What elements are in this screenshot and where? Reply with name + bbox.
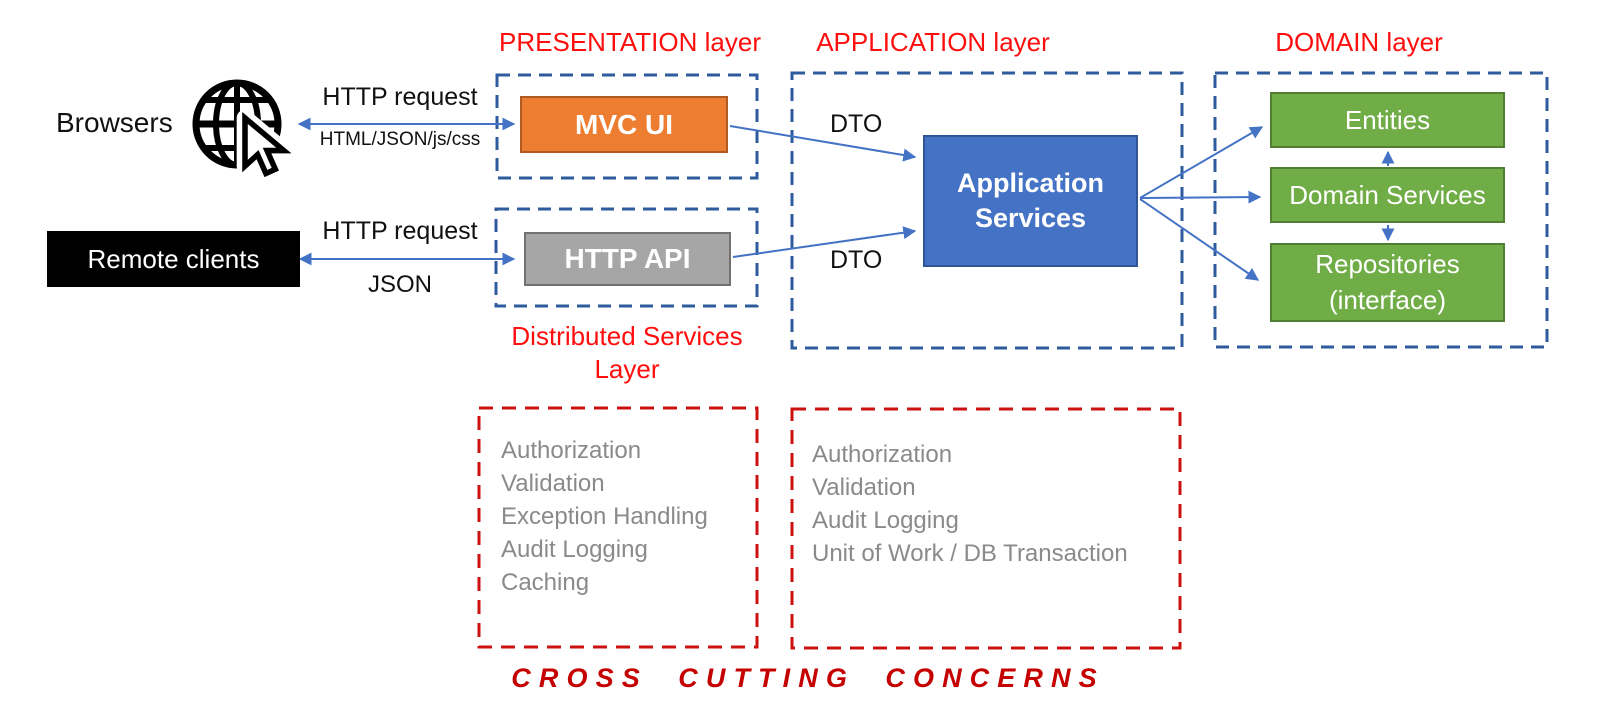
browser-http-request-label: HTTP request xyxy=(322,83,478,111)
arrow-mvcui-appservices xyxy=(729,125,917,162)
domain-layer-title: DOMAIN layer xyxy=(1275,27,1443,57)
arrow-appservices-repositories xyxy=(1139,198,1260,281)
repositories-label-line1: Repositories xyxy=(1315,249,1460,280)
cc-left-item: Audit Logging xyxy=(501,536,648,563)
cc-left-item: Exception Handling xyxy=(501,503,708,530)
cross-cutting-concerns-caption: CROSS CUTTING CONCERNS xyxy=(511,663,1105,693)
cc-right-item: Validation xyxy=(812,474,916,501)
cc-right-item: Audit Logging xyxy=(812,507,959,534)
browser-response-label: HTML/JSON/js/css xyxy=(319,129,481,150)
repositories-node: Repositories (interface) xyxy=(1270,243,1505,322)
mvc-ui-node: MVC UI xyxy=(520,96,728,153)
cc-left-item: Authorization xyxy=(501,437,642,464)
arrow-httpapi-appservices xyxy=(732,226,917,258)
presentation-layer-title: PRESENTATION layer xyxy=(499,27,761,57)
entities-node: Entities xyxy=(1270,92,1505,148)
cc-right-item: Authorization xyxy=(812,441,953,468)
application-services-node: Application Services xyxy=(923,135,1138,267)
remote-http-request-label: HTTP request xyxy=(322,217,478,245)
dto-label-top: DTO xyxy=(830,110,883,138)
cc-left-item: Validation xyxy=(501,470,605,497)
cc-left-item: Caching xyxy=(501,569,590,596)
cross-cutting-list-left: Authorization Validation Exception Handl… xyxy=(501,434,751,599)
distributed-title-line1: Distributed Services xyxy=(511,321,743,351)
entities-label: Entities xyxy=(1344,104,1431,135)
mvc-ui-label: MVC UI xyxy=(575,108,673,140)
cross-cutting-list-right: Authorization Validation Audit Logging U… xyxy=(812,438,1177,570)
http-api-node: HTTP API xyxy=(524,232,731,286)
globe-cursor-icon xyxy=(192,79,293,180)
repositories-label-line2: (interface) xyxy=(1328,284,1447,315)
domain-services-node: Domain Services xyxy=(1270,167,1505,223)
arrow-appservices-entities xyxy=(1139,126,1264,199)
remote-response-label: JSON xyxy=(367,271,432,298)
domain-services-label: Domain Services xyxy=(1289,179,1486,210)
distributed-title-line2: Layer xyxy=(594,354,660,384)
arrow-appservices-domainservices xyxy=(1139,190,1262,204)
application-services-label-line1: Application xyxy=(957,167,1104,198)
remote-clients-node: Remote clients xyxy=(47,231,300,287)
browsers-label: Browsers xyxy=(56,107,173,138)
cc-right-item: Unit of Work / DB Transaction xyxy=(812,540,1128,567)
dto-label-bottom: DTO xyxy=(830,246,883,274)
remote-clients-label: Remote clients xyxy=(87,243,260,274)
distributed-services-layer-title: Distributed Services Layer xyxy=(477,320,777,386)
application-services-label-line2: Services xyxy=(974,203,1087,233)
application-layer-title: APPLICATION layer xyxy=(816,27,1050,57)
http-api-label: HTTP API xyxy=(564,243,691,274)
